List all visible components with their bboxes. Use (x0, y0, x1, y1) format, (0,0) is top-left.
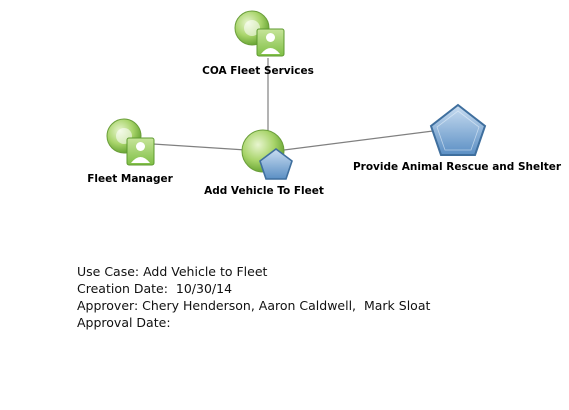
goal-pentagon-icon (429, 103, 487, 156)
connector-use-case-to-goal (283, 130, 434, 151)
actor-label: COA Fleet Services (202, 65, 314, 77)
use-case-info: Use Case: Add Vehicle to Fleet Creation … (77, 263, 430, 331)
use-case-line: Use Case: Add Vehicle to Fleet (77, 264, 268, 279)
approval-date-line: Approval Date: (77, 315, 171, 330)
use-case-icon (241, 129, 293, 180)
connector-fleet-manager-to-use-case (152, 143, 247, 151)
approver-line: Approver: Chery Henderson, Aaron Caldwel… (77, 298, 431, 313)
actor-fleet-manager[interactable]: Fleet Manager (87, 118, 174, 185)
actor-coa-fleet-services[interactable]: COA Fleet Services (202, 10, 314, 77)
creation-date-line: Creation Date: 10/30/14 (77, 281, 233, 296)
actor-person-icon (234, 10, 285, 57)
use-case-diagram: COA Fleet Services Fleet Manager Add Veh… (87, 10, 562, 197)
use-case-label: Add Vehicle To Fleet (204, 185, 324, 197)
goal-provide-animal-rescue-and-shelter[interactable]: Provide Animal Rescue and Shelter (353, 103, 562, 173)
goal-label: Provide Animal Rescue and Shelter (353, 161, 562, 173)
actor-label: Fleet Manager (87, 173, 173, 185)
use-case-add-vehicle-to-fleet[interactable]: Add Vehicle To Fleet (204, 129, 324, 197)
actor-person-icon (106, 118, 155, 166)
